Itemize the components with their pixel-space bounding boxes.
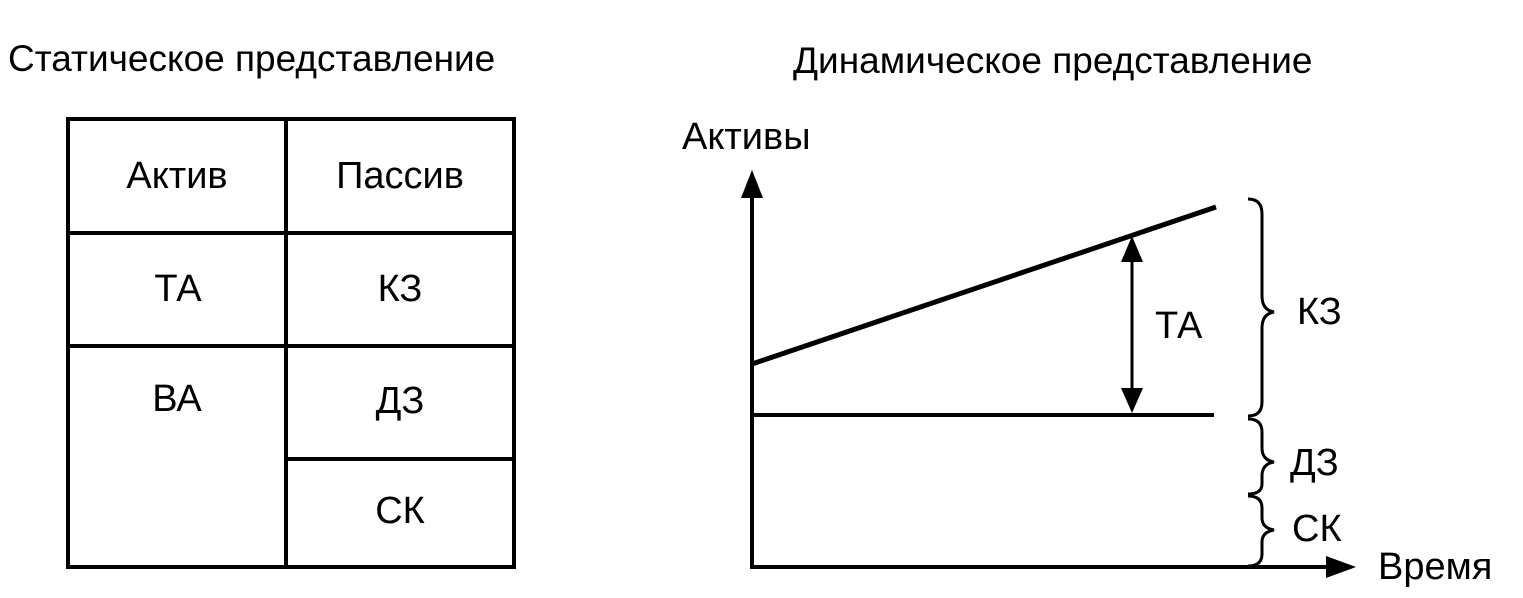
brace-label-dz: ДЗ [1290,442,1339,484]
brace-label-sk: СК [1292,508,1342,550]
table-column-divider [284,117,288,569]
brace-label-kz: КЗ [1297,291,1342,333]
brace-sk-icon [1247,494,1275,568]
table-row-divider-2 [284,457,516,461]
x-axis-label: Время [1378,546,1493,588]
table-border-left [66,117,70,569]
total-assets-line [751,204,1217,367]
liabilities-header: Пассив [336,155,464,197]
table-border-right [512,117,516,569]
liability-cell-kz: КЗ [377,268,423,310]
brace-dz-icon [1247,417,1275,496]
asset-cell-current: ТА [154,268,202,310]
span-arrow-up-icon [1121,236,1143,262]
assets-header: Актив [126,155,228,197]
liability-cell-sk: СК [375,490,425,532]
table-header-divider [66,231,516,235]
x-axis-arrow-icon [1326,556,1356,578]
y-axis-arrow-icon [741,170,763,198]
dynamic-representation-title: Динамическое представление [793,40,1313,81]
table-border-top [66,117,516,121]
y-axis-label: Активы [682,116,811,158]
table-border-bottom [66,565,516,569]
current-assets-span-label: ТА [1155,305,1203,347]
asset-cell-noncurrent: ВА [152,378,202,420]
span-arrow-down-icon [1121,388,1143,413]
static-representation-title: Статическое представление [8,38,496,79]
brace-kz-icon [1247,197,1275,418]
table-row-divider-1 [66,344,516,348]
liability-cell-dz: ДЗ [375,380,425,422]
